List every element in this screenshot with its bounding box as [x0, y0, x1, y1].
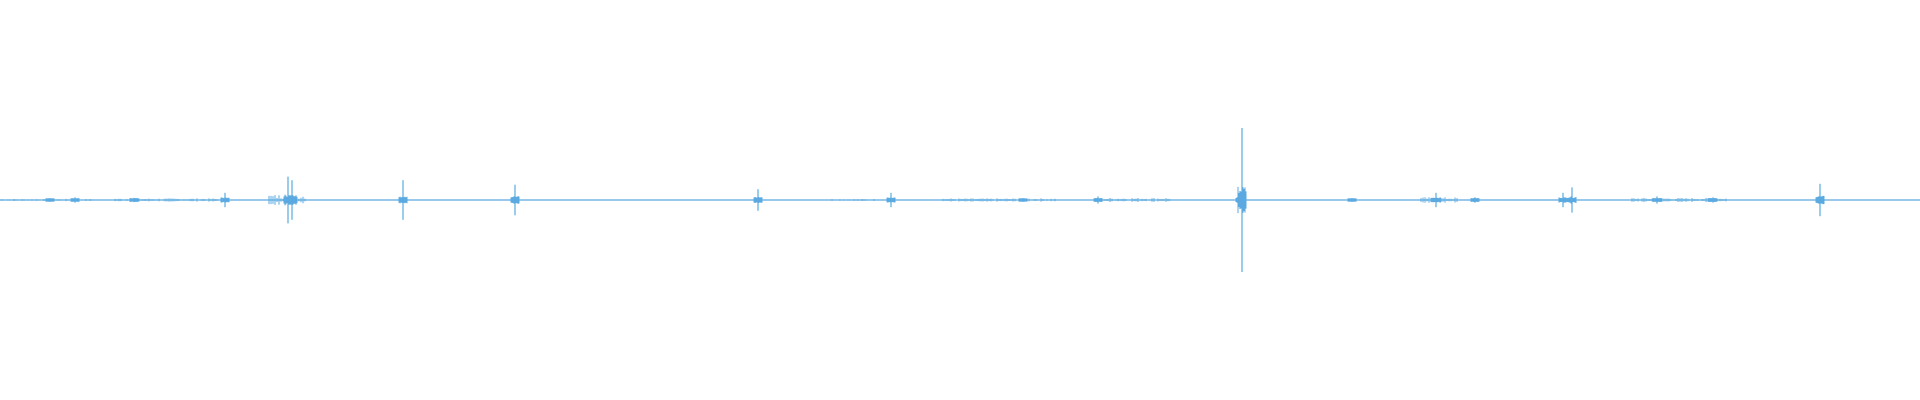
- audio-waveform[interactable]: [0, 0, 1920, 400]
- waveform-graphic[interactable]: [0, 0, 1920, 400]
